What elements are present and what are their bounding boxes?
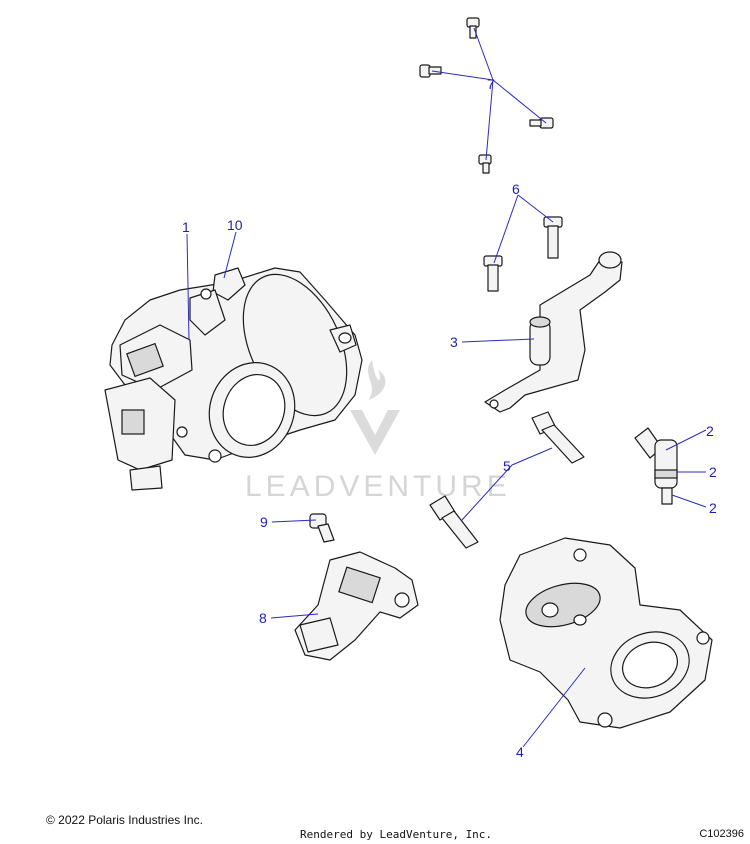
callout-7: 7 <box>487 76 495 92</box>
map-sensor-part-8[interactable] <box>294 551 419 661</box>
callout-9: 9 <box>260 514 268 530</box>
fuel-rail-part-3[interactable] <box>484 251 623 413</box>
diagram-code: C102396 <box>699 828 744 840</box>
watermark-text: LEADVENTURE <box>245 470 511 503</box>
callout-10: 10 <box>227 217 243 233</box>
leadventure-watermark-logo <box>350 360 400 455</box>
copyright-text: © 2022 Polaris Industries Inc. <box>46 813 203 827</box>
callout-3: 3 <box>450 334 458 350</box>
callout-2-top: 2 <box>706 423 714 439</box>
callout-4: 4 <box>516 744 524 760</box>
fuel-injector-part-2[interactable] <box>634 427 678 505</box>
callout-5: 5 <box>503 458 511 474</box>
callout-2-middle: 2 <box>709 464 717 480</box>
callout-6: 6 <box>512 181 520 197</box>
callout-8: 8 <box>259 610 267 626</box>
callout-2-bottom: 2 <box>709 500 717 516</box>
bolt-part-9[interactable] <box>309 513 335 543</box>
screw-part-7[interactable] <box>419 17 554 174</box>
throttle-body-part[interactable] <box>104 258 367 491</box>
rendered-by-text: Rendered by LeadVenture, Inc. <box>300 828 493 841</box>
bolt-part-6[interactable] <box>483 216 563 292</box>
bolt-part-5[interactable] <box>429 411 585 549</box>
callout-numbers: 1 10 7 6 3 2 2 2 5 9 8 4 <box>182 76 717 760</box>
leader-lines <box>186 27 707 748</box>
intake-manifold-part-4[interactable] <box>499 537 713 729</box>
callout-1: 1 <box>182 219 190 235</box>
